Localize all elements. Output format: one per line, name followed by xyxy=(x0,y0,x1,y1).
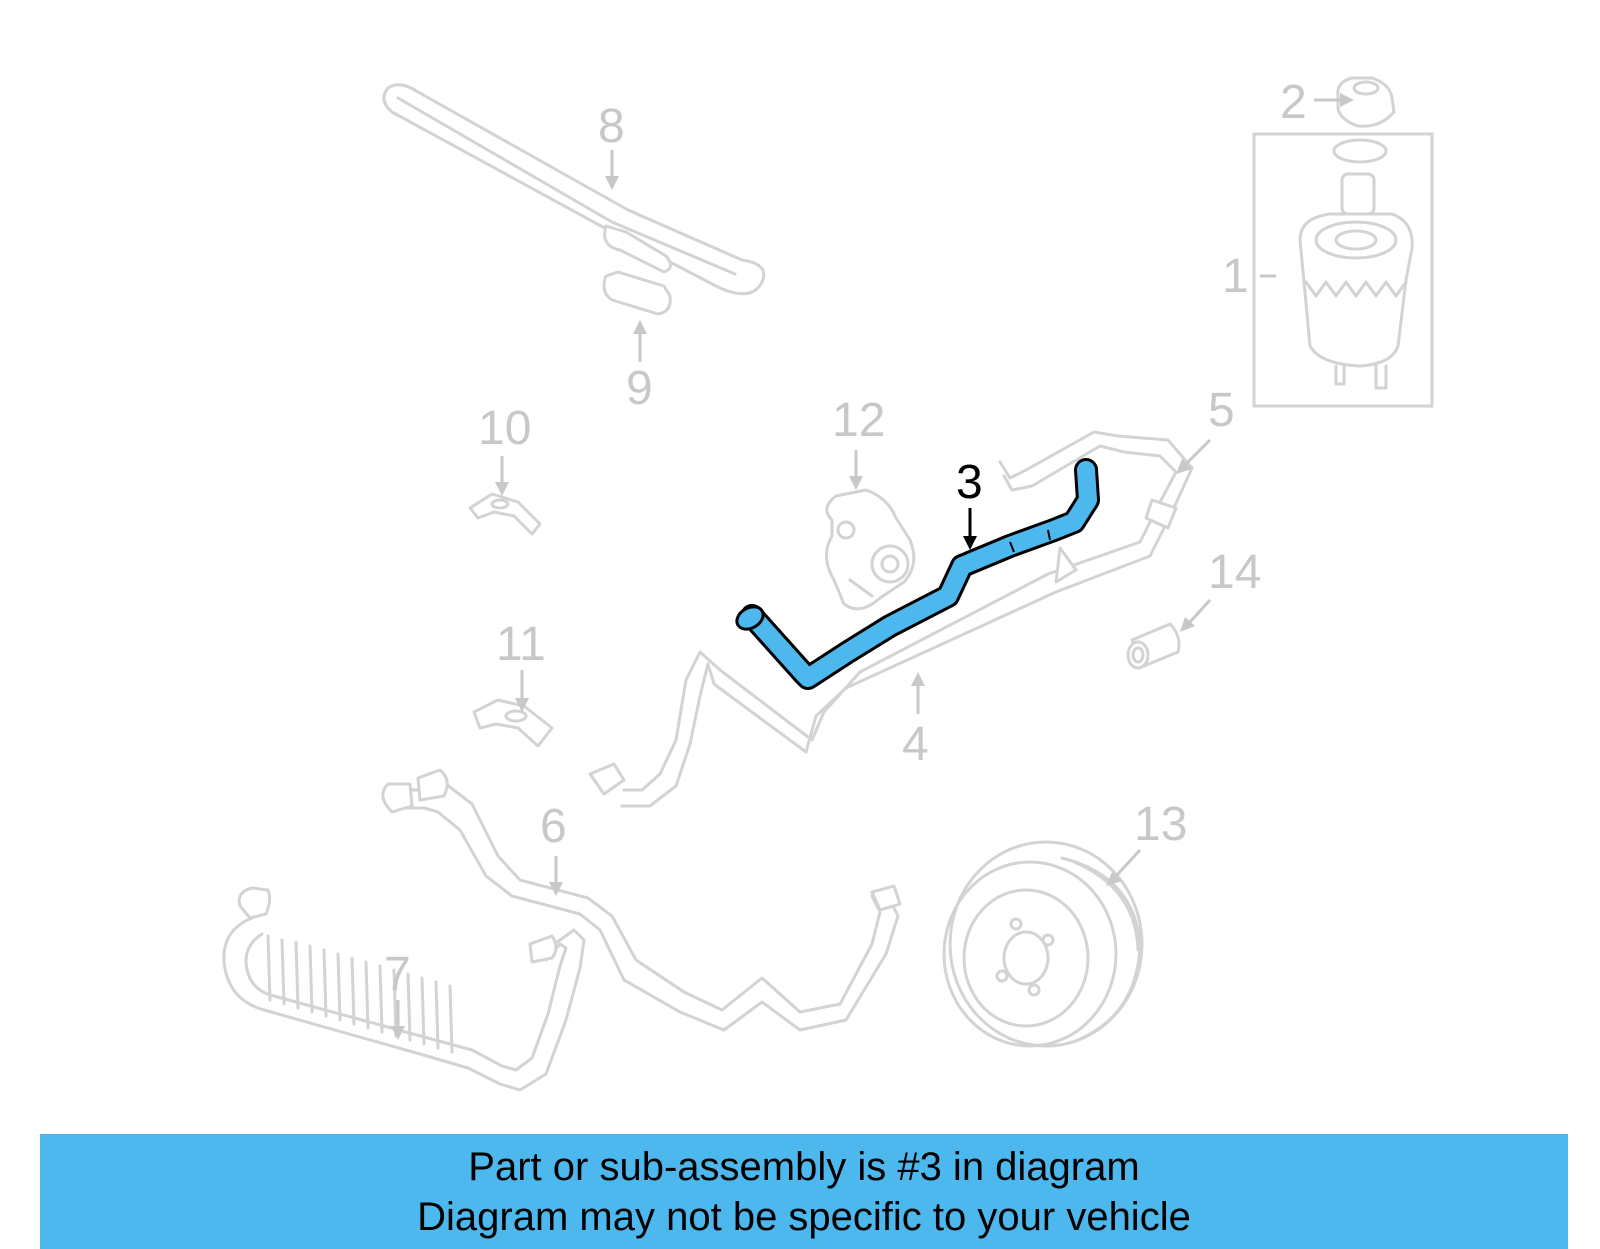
caption-line-disclaimer: Diagram may not be specific to your vehi… xyxy=(417,1194,1191,1239)
part-14-sleeve xyxy=(1126,622,1181,670)
part-3-highlighted-line[interactable] xyxy=(733,458,1100,690)
callout-12: 12 xyxy=(832,394,885,490)
callout-10: 10 xyxy=(478,402,531,496)
callout-1: 1 xyxy=(1222,250,1276,303)
svg-text:6: 6 xyxy=(540,800,567,853)
svg-text:14: 14 xyxy=(1208,546,1261,599)
callout-11: 11 xyxy=(496,618,546,712)
svg-text:2: 2 xyxy=(1280,76,1307,129)
callout-14: 14 xyxy=(1180,546,1261,632)
svg-text:1: 1 xyxy=(1222,250,1249,303)
part-13-pulley xyxy=(942,840,1144,1048)
part-11-bracket xyxy=(472,698,554,748)
part-6-line xyxy=(381,768,902,1032)
svg-text:3: 3 xyxy=(956,456,983,509)
part-12-pump xyxy=(825,488,916,611)
part-2-reservoir-cap xyxy=(1336,76,1396,128)
callout-2: 2 xyxy=(1280,76,1354,129)
part-10-bracket xyxy=(468,492,542,536)
caption-line-part: Part or sub-assembly is #3 in diagram xyxy=(468,1144,1140,1189)
svg-text:8: 8 xyxy=(598,100,625,153)
callout-5: 5 xyxy=(1176,384,1235,474)
caption-banner: Part or sub-assembly is #3 in diagram Di… xyxy=(40,1134,1568,1249)
svg-text:4: 4 xyxy=(902,718,929,771)
callout-4: 4 xyxy=(902,672,929,771)
svg-text:5: 5 xyxy=(1208,384,1235,437)
part-1-reservoir xyxy=(1252,132,1434,408)
part-7-hose xyxy=(222,886,586,1092)
part-4-line xyxy=(588,546,1078,808)
callout-9: 9 xyxy=(626,320,653,415)
part-9-clamp-pad xyxy=(602,270,672,316)
callout-13: 13 xyxy=(1106,798,1187,886)
svg-text:7: 7 xyxy=(384,948,411,1001)
svg-text:11: 11 xyxy=(496,618,546,671)
callout-7: 7 xyxy=(384,948,411,1040)
callout-8: 8 xyxy=(598,100,625,190)
svg-text:12: 12 xyxy=(832,394,885,447)
callout-6: 6 xyxy=(540,800,567,896)
callout-3: 3 xyxy=(956,456,983,550)
svg-text:13: 13 xyxy=(1134,798,1187,851)
part-5-line xyxy=(844,430,1194,690)
svg-text:9: 9 xyxy=(626,362,653,415)
svg-text:10: 10 xyxy=(478,402,531,455)
part-8-steering-rack xyxy=(382,83,766,296)
